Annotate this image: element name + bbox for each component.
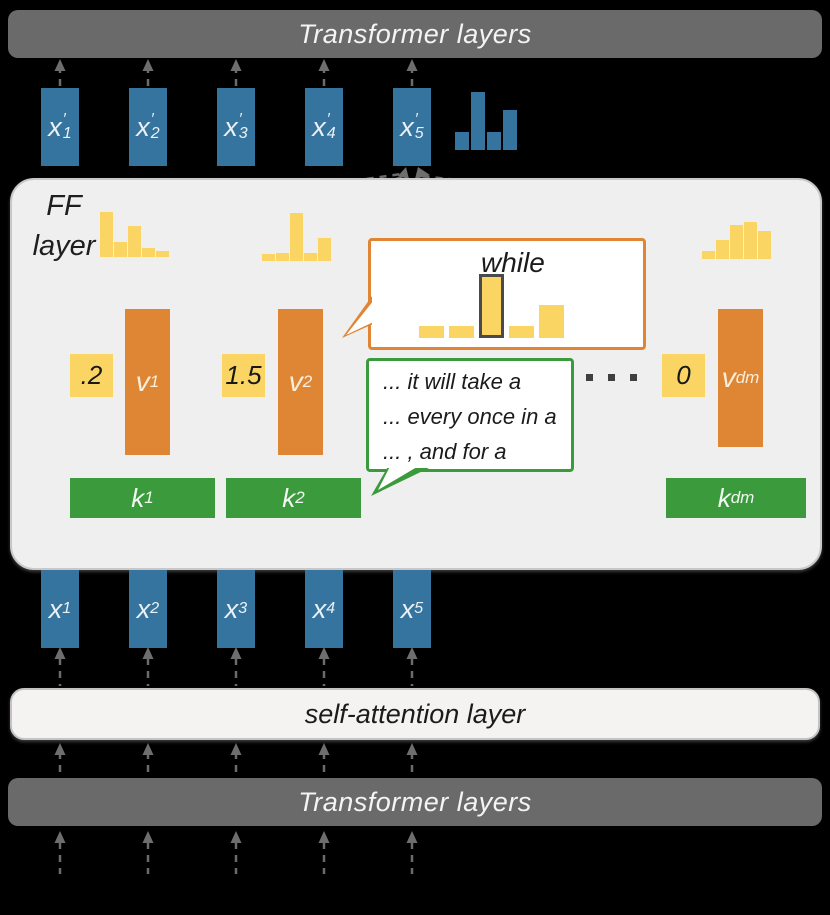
token-x-prime-1: x ′1 <box>41 88 79 166</box>
transformer-layers-top-bar: Transformer layers <box>8 10 822 58</box>
output-distribution-histogram <box>455 92 519 150</box>
transformer-layers-bottom-bar: Transformer layers <box>8 778 822 826</box>
while-bubble-histogram <box>419 274 569 338</box>
token-x-prime-4: x ′4 <box>305 88 343 166</box>
ff-layer-label: FF layer <box>32 190 96 262</box>
transformer-layers-bottom-label: Transformer layers <box>298 786 532 817</box>
ellipsis-dot <box>608 374 615 381</box>
self-attention-layer-bar: self-attention layer <box>10 688 820 740</box>
coefficient-2: 1.5 <box>222 354 265 397</box>
coefficient-1: .2 <box>70 354 113 397</box>
ellipsis-dot <box>630 374 637 381</box>
context-line-3: ... , and for a <box>383 439 507 464</box>
context-bubble-tail <box>371 464 429 496</box>
value-distribution-1 <box>100 212 170 257</box>
value-distribution-dm <box>702 222 772 259</box>
token-x-prime-3: x ′3 <box>217 88 255 166</box>
context-line-2: ... every once in a <box>383 404 557 429</box>
context-line-1: ... it will take a <box>383 369 522 394</box>
self-attention-label: self-attention layer <box>304 698 526 729</box>
key-context-bubble: ... it will take a ... every once in a .… <box>366 358 574 496</box>
ellipsis-dot <box>586 374 593 381</box>
while-word: while <box>481 247 545 278</box>
while-bubble-tail <box>342 296 374 338</box>
value-distribution-2 <box>262 213 332 261</box>
token-x-prime-2: x ′2 <box>129 88 167 166</box>
while-output-bubble: while <box>342 238 646 350</box>
token-x-prime-5: x ′5 <box>393 88 431 166</box>
transformer-layers-top-label: Transformer layers <box>298 18 532 49</box>
ellipsis-dots <box>586 368 652 386</box>
coefficient-dm: 0 <box>662 354 705 397</box>
